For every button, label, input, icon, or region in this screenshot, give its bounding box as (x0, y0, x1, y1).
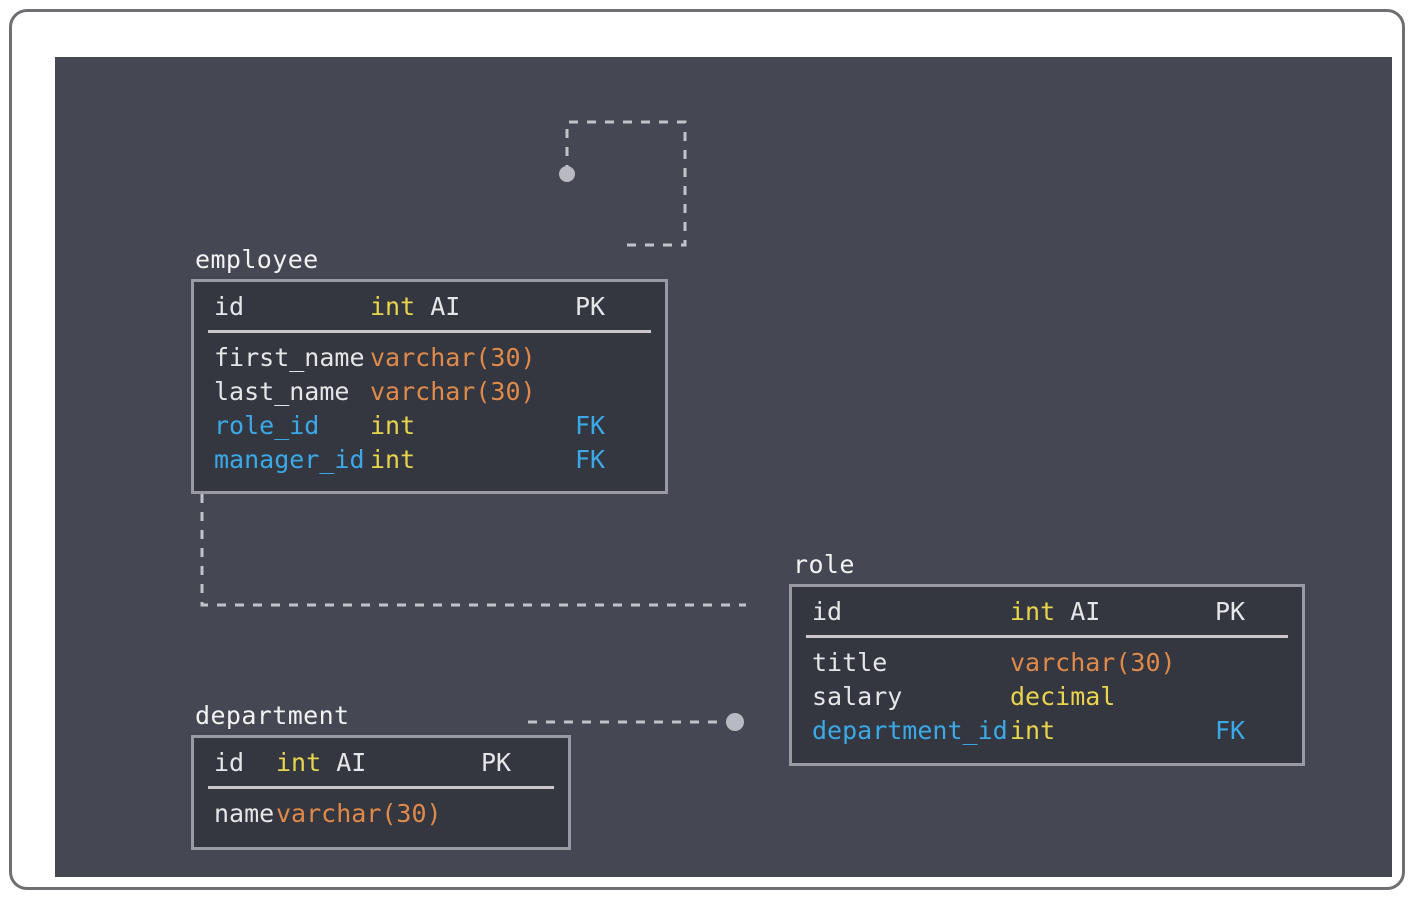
relationship-endpoint-dot-department-id (726, 713, 744, 731)
field-type: varchar(30) (370, 377, 536, 406)
relationship-employee-manager-self-reference (565, 120, 687, 247)
field-row-employee-manager-id[interactable]: manager_id int FK (194, 443, 665, 477)
field-type: int AI (276, 748, 367, 777)
field-type: int AI (370, 292, 461, 321)
field-name: first_name (214, 343, 365, 372)
field-key: PK (575, 292, 606, 321)
field-row-employee-last-name[interactable]: last_name varchar(30) (194, 375, 665, 409)
field-name: title (812, 648, 888, 677)
field-name: id (812, 597, 843, 626)
field-type: int (370, 445, 416, 474)
field-key: PK (481, 748, 512, 777)
field-row-role-salary[interactable]: salary decimal (792, 680, 1302, 714)
field-name: manager_id (214, 445, 365, 474)
entity-department-title: department (195, 701, 350, 730)
field-type: varchar(30) (1010, 648, 1176, 677)
field-name: last_name (214, 377, 350, 406)
field-row-employee-role-id[interactable]: role_id int FK (194, 409, 665, 443)
entity-role-body[interactable]: id int AI PK title varchar(30) salary de… (789, 584, 1305, 766)
field-name: id (214, 748, 245, 777)
primary-key-divider (208, 786, 554, 789)
field-name: department_id (812, 716, 1008, 745)
field-row-employee-id[interactable]: id int AI PK (194, 290, 665, 324)
entity-employee-title: employee (195, 245, 319, 274)
field-name: salary (812, 682, 903, 711)
entity-role[interactable]: role id int AI PK title varchar(30) (789, 550, 1305, 766)
field-row-department-name[interactable]: name varchar(30) (194, 797, 568, 831)
page-frame: employee id int AI PK first_name varchar… (9, 9, 1405, 890)
entity-employee-body[interactable]: id int AI PK first_name varchar(30) last… (191, 279, 668, 494)
field-row-role-id[interactable]: id int AI PK (792, 595, 1302, 629)
field-key: PK (1215, 597, 1246, 626)
field-key: FK (575, 445, 606, 474)
relationship-endpoint-dot-manager (559, 166, 575, 182)
entity-employee[interactable]: employee id int AI PK first_name varchar… (191, 245, 668, 494)
field-key: FK (575, 411, 606, 440)
field-row-role-title[interactable]: title varchar(30) (792, 646, 1302, 680)
field-row-employee-first-name[interactable]: first_name varchar(30) (194, 341, 665, 375)
field-name: id (214, 292, 245, 321)
entity-department-body[interactable]: id int AI PK name varchar(30) (191, 735, 571, 850)
field-type: decimal (1010, 682, 1116, 711)
primary-key-divider (208, 330, 651, 333)
field-row-role-department-id[interactable]: department_id int FK (792, 714, 1302, 748)
diagram-canvas[interactable]: employee id int AI PK first_name varchar… (55, 57, 1392, 877)
field-row-department-id[interactable]: id int AI PK (194, 746, 568, 780)
field-key: FK (1215, 716, 1246, 745)
primary-key-divider (806, 635, 1288, 638)
field-type: int AI (1010, 597, 1101, 626)
field-name: role_id (214, 411, 320, 440)
field-type: int (370, 411, 416, 440)
field-type: int (1010, 716, 1056, 745)
field-name: name (214, 799, 275, 828)
field-type: varchar(30) (276, 799, 442, 828)
entity-role-title: role (793, 550, 855, 579)
entity-department[interactable]: department id int AI PK name varchar(30) (191, 701, 571, 850)
field-type: varchar(30) (370, 343, 536, 372)
